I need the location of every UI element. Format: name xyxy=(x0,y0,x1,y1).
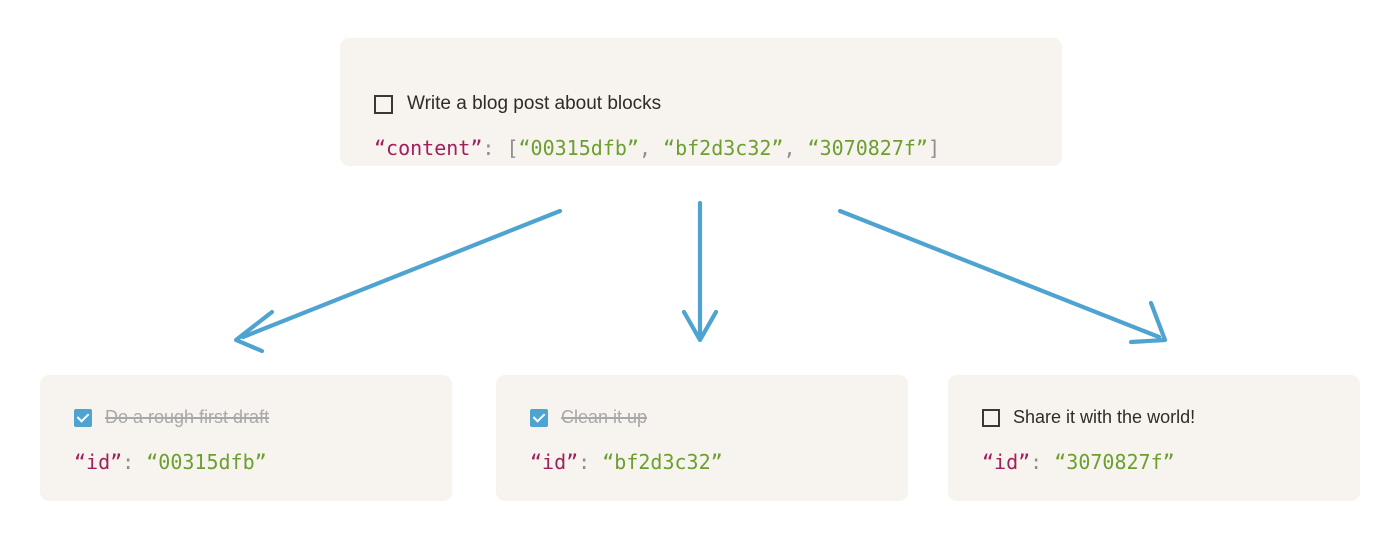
leaf-block-card[interactable]: Share it with the world! “id”: “3070827f… xyxy=(948,375,1360,501)
json-colon: : xyxy=(578,450,603,474)
root-json-line: “content”: [“00315dfb”, “bf2d3c32”, “307… xyxy=(374,136,940,160)
leaf-json-line: “id”: “3070827f” xyxy=(982,450,1175,474)
json-colon: : xyxy=(482,136,507,160)
leaf-todo-row[interactable]: Clean it up xyxy=(530,407,647,428)
arrow-root-to-leaf-1 xyxy=(681,200,719,343)
leaf-todo-label: Clean it up xyxy=(561,407,648,427)
root-block-card[interactable]: Write a blog post about blocks “content”… xyxy=(340,38,1062,166)
leaf-todo-label: Share it with the world! xyxy=(1013,407,1196,427)
checkbox-unchecked-icon[interactable] xyxy=(374,94,393,114)
check-mark-icon xyxy=(532,410,546,423)
leaf-block-card[interactable]: Clean it up “id”: “bf2d3c32” xyxy=(496,375,908,501)
checkbox-checked-icon[interactable] xyxy=(530,408,548,427)
leaf-todo-row[interactable]: Do a rough first draft xyxy=(74,407,269,428)
json-key: “id” xyxy=(530,450,579,474)
json-close-bracket: ] xyxy=(927,136,941,160)
json-key: “id” xyxy=(982,450,1031,474)
json-separator-1: , xyxy=(783,136,808,160)
json-value-2: “3070827f” xyxy=(807,136,928,160)
json-value-0: “00315dfb” xyxy=(518,136,639,160)
leaf-todo-row[interactable]: Share it with the world! xyxy=(982,407,1195,428)
json-colon: : xyxy=(122,450,147,474)
json-separator-0: , xyxy=(638,136,664,160)
leaf-json-line: “id”: “bf2d3c32” xyxy=(530,450,723,474)
leaf-block-card[interactable]: Do a rough first draft “id”: “00315dfb” xyxy=(40,375,452,501)
arrow-root-to-leaf-0 xyxy=(233,208,563,354)
leaf-json-line: “id”: “00315dfb” xyxy=(74,450,267,474)
root-todo-row[interactable]: Write a blog post about blocks xyxy=(374,93,661,115)
root-todo-label: Write a blog post about blocks xyxy=(407,93,662,114)
leaf-todo-label: Do a rough first draft xyxy=(105,407,270,427)
json-open-bracket: [ xyxy=(506,136,519,160)
json-value-1: “bf2d3c32” xyxy=(663,136,784,160)
json-colon: : xyxy=(1030,450,1055,474)
json-key: “id” xyxy=(74,450,123,474)
json-value: “bf2d3c32” xyxy=(602,450,723,474)
arrow-root-to-leaf-2 xyxy=(837,208,1168,345)
json-value: “00315dfb” xyxy=(146,450,267,474)
checkbox-unchecked-icon[interactable] xyxy=(982,408,1000,427)
checkbox-checked-icon[interactable] xyxy=(74,408,92,427)
json-key: “content” xyxy=(374,136,483,160)
json-value: “3070827f” xyxy=(1054,450,1175,474)
check-mark-icon xyxy=(76,410,90,423)
